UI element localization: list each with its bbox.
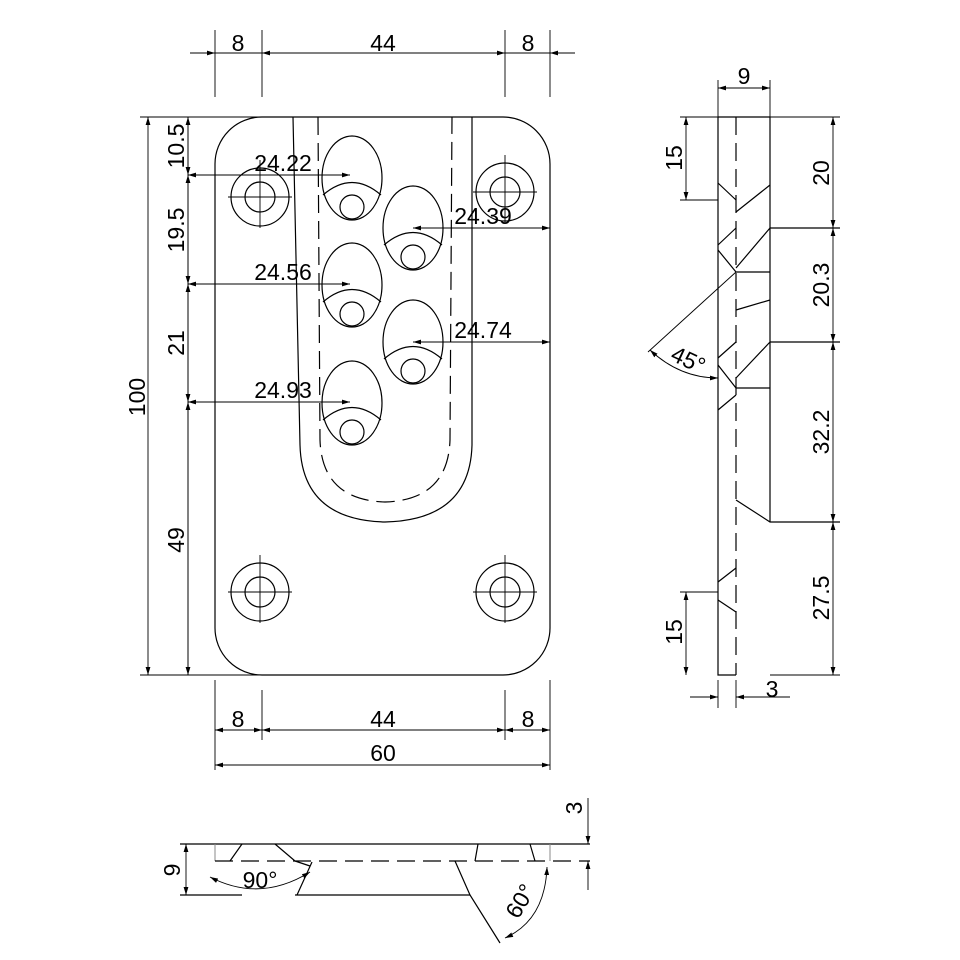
dim-9-bottom: 9: [159, 864, 185, 877]
dim-overall-height: 100: [124, 378, 150, 416]
dim-27-5: 27.5: [808, 576, 834, 621]
dim-bottom-right: 8: [522, 706, 535, 732]
dim-3-bottom: 3: [561, 802, 587, 815]
dim-15-top: 15: [661, 145, 687, 171]
dim-49: 49: [163, 527, 189, 553]
dim-90-deg: 90°: [243, 867, 278, 893]
dim-45-deg: 45°: [667, 341, 710, 379]
dim-24-39: 24.39: [454, 203, 512, 229]
dim-top-right: 8: [522, 30, 535, 56]
dim-15-bottom: 15: [661, 619, 687, 645]
dim-10-5: 10.5: [163, 124, 189, 169]
dim-20-3: 20.3: [808, 263, 834, 308]
dim-top-left: 8: [232, 30, 245, 56]
mounting-holes: [228, 155, 537, 623]
dim-9-side: 9: [738, 63, 751, 89]
plate-outline: [214, 116, 551, 676]
dim-24-74: 24.74: [454, 317, 512, 343]
angled-holes: [321, 135, 444, 446]
bottom-view: 90° 60° 9 3: [159, 798, 591, 944]
dim-21: 21: [163, 330, 189, 356]
dim-24-93: 24.93: [254, 377, 312, 403]
dim-60-deg: 60°: [500, 879, 540, 922]
dim-19-5: 19.5: [163, 208, 189, 253]
dim-bottom-left: 8: [232, 706, 245, 732]
dim-24-56: 24.56: [254, 259, 312, 285]
dim-24-22: 24.22: [254, 150, 312, 176]
slot-hidden-line: [317, 116, 453, 503]
front-view: 8 44 8 8 44 8 60 100 10.5 19.5 21 49: [124, 30, 575, 770]
side-view: 45° 9 3 20 20.3 32.2 27.5 15 15: [647, 63, 840, 708]
dim-top-center: 44: [370, 30, 396, 56]
slot-outline: [292, 116, 473, 523]
dim-bottom-center: 44: [370, 706, 396, 732]
dim-overall-width: 60: [370, 740, 396, 766]
dim-20: 20: [808, 160, 834, 186]
front-dimensions: 8 44 8 8 44 8 60 100 10.5 19.5 21 49: [124, 30, 575, 770]
dim-3-side: 3: [766, 676, 779, 702]
dim-32-2: 32.2: [808, 410, 834, 455]
